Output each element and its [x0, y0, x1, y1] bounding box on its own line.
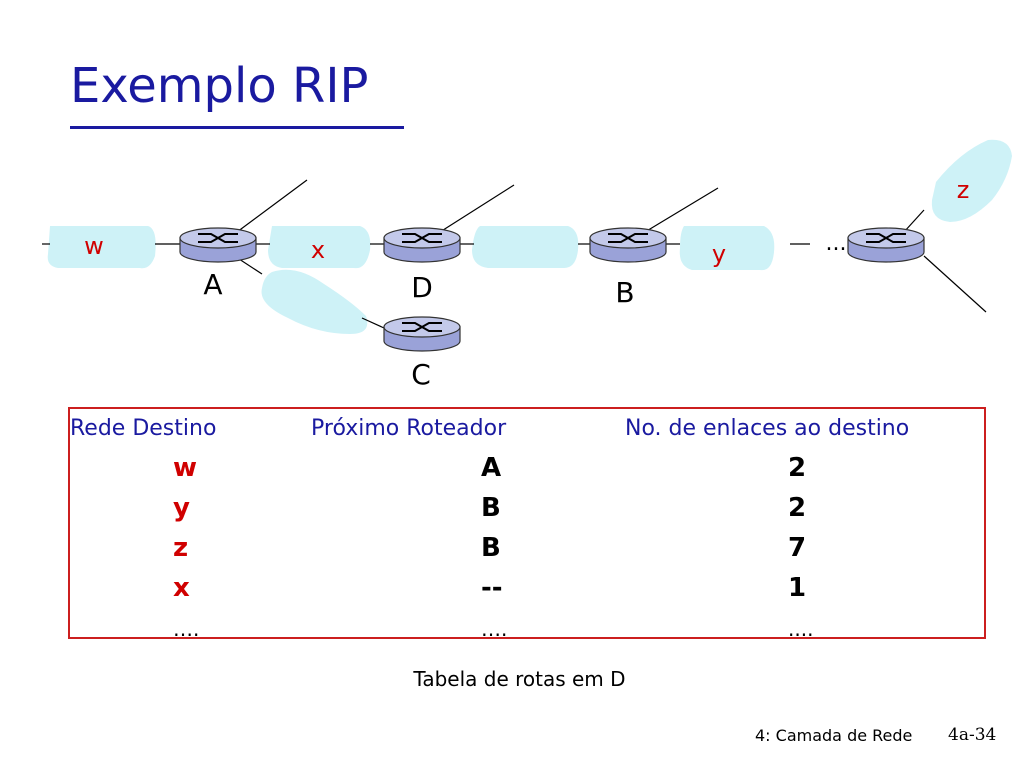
- footer-section: 4: Camada de Rede: [755, 726, 913, 745]
- router-label-d: D: [411, 271, 433, 304]
- row2-next: B: [481, 493, 501, 523]
- slide-number: 4a-34: [948, 725, 997, 745]
- subnet-blob-a-c: [261, 269, 368, 334]
- ellipsis-label: ...: [826, 231, 847, 256]
- router-b: [589, 227, 667, 263]
- row5-dest: ….: [173, 617, 200, 641]
- network-diagram: A D B C w x y z ...: [42, 139, 1012, 391]
- slide-title: Exemplo RIP: [70, 58, 369, 114]
- row2-hops: 2: [788, 493, 807, 523]
- row3-hops: 7: [788, 533, 807, 563]
- router-a: [179, 227, 257, 263]
- row5-next: ….: [481, 617, 508, 641]
- router-far: [847, 227, 925, 263]
- router-d: [383, 227, 461, 263]
- subnet-label-y: y: [712, 240, 726, 268]
- row4-dest: x: [173, 573, 190, 603]
- subnet-blob-between-d-b: [472, 226, 579, 268]
- row1-dest: w: [173, 453, 198, 483]
- row2-dest: y: [173, 493, 190, 523]
- row4-next: --: [481, 573, 503, 603]
- subnet-blob-z: [931, 139, 1012, 222]
- routing-table: Rede Destino Próximo Roteador No. de enl…: [68, 407, 986, 641]
- row5-hops: ....: [788, 617, 814, 641]
- header-next-router: Próximo Roteador: [311, 416, 507, 441]
- header-dest-network: Rede Destino: [70, 416, 217, 441]
- router-label-c: C: [411, 358, 431, 391]
- row3-next: B: [481, 533, 501, 563]
- router-label-a: A: [203, 268, 222, 301]
- router-c: [383, 316, 461, 352]
- subnet-label-z: z: [957, 176, 970, 204]
- router-label-b: B: [615, 276, 634, 309]
- subnet-blob-x: [268, 226, 371, 269]
- title-underline: [70, 126, 404, 129]
- subnet-label-w: w: [84, 232, 104, 260]
- row1-hops: 2: [788, 453, 807, 483]
- table-caption: Tabela de rotas em D: [413, 667, 626, 691]
- header-hop-count: No. de enlaces ao destino: [625, 416, 910, 441]
- row3-dest: z: [173, 533, 189, 563]
- row4-hops: 1: [788, 573, 807, 603]
- row1-next: A: [481, 453, 502, 483]
- subnet-label-x: x: [311, 236, 325, 264]
- subnet-blob-w: [47, 226, 156, 269]
- subnet-blob-y: [679, 226, 775, 271]
